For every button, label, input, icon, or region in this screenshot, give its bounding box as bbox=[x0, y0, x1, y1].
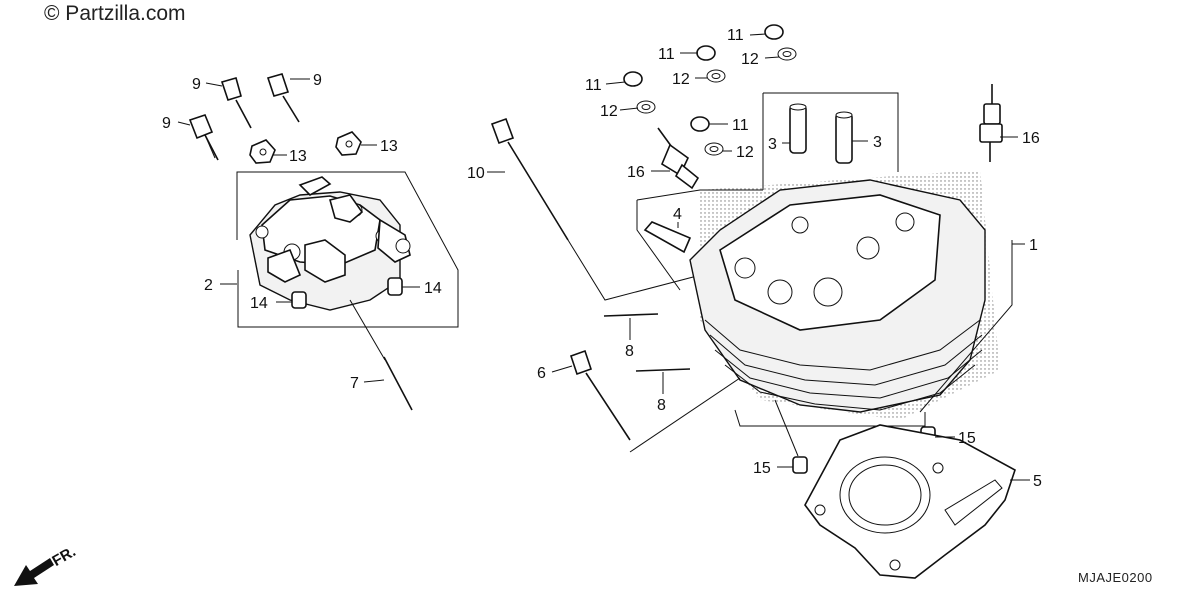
callout-11: 11 bbox=[658, 46, 675, 63]
stud-7[interactable] bbox=[349, 299, 413, 411]
seal-11-b[interactable] bbox=[696, 45, 716, 61]
callout-11: 11 bbox=[585, 77, 602, 94]
callout-9: 9 bbox=[192, 76, 201, 93]
callout-16: 16 bbox=[627, 164, 645, 181]
seal-11-a[interactable] bbox=[623, 71, 643, 87]
valve-guide-3-left[interactable] bbox=[789, 103, 807, 154]
head-gasket[interactable] bbox=[804, 424, 1016, 579]
seal-11-d[interactable] bbox=[690, 116, 710, 132]
callout-15: 15 bbox=[753, 460, 771, 477]
leader-lines bbox=[177, 33, 1030, 481]
spark-plug-16-left[interactable] bbox=[657, 127, 700, 190]
callout-9: 9 bbox=[162, 115, 171, 132]
dowel-14-left[interactable] bbox=[291, 291, 307, 309]
callout-14: 14 bbox=[250, 295, 268, 312]
cylinder-head[interactable] bbox=[689, 170, 1000, 420]
callout-16: 16 bbox=[1022, 130, 1040, 147]
valve-guide-3-right[interactable] bbox=[835, 111, 853, 164]
callout-1: 1 bbox=[1029, 237, 1038, 254]
callout-8: 8 bbox=[625, 343, 634, 360]
bolt-6[interactable] bbox=[569, 349, 741, 453]
nut-13-right[interactable] bbox=[335, 131, 362, 156]
stud-8-upper[interactable] bbox=[603, 313, 659, 317]
washer-12-b[interactable] bbox=[706, 69, 726, 83]
callout-2: 2 bbox=[204, 277, 213, 294]
callout-3: 3 bbox=[768, 136, 777, 153]
callout-11: 11 bbox=[732, 117, 749, 134]
rocker-arm-assembly[interactable] bbox=[236, 171, 459, 328]
dowel-14-right[interactable] bbox=[387, 277, 403, 296]
callout-12: 12 bbox=[672, 71, 690, 88]
dowel-4[interactable] bbox=[636, 200, 692, 291]
bolt-9-mid[interactable] bbox=[220, 77, 252, 129]
stud-8-lower[interactable] bbox=[635, 368, 691, 372]
copyright-watermark: © Partzilla.com bbox=[44, 2, 186, 25]
callout-4: 4 bbox=[673, 206, 682, 223]
callout-5: 5 bbox=[1033, 473, 1042, 490]
callout-14: 14 bbox=[424, 280, 442, 297]
callout-15: 15 bbox=[958, 430, 976, 447]
washer-12-a[interactable] bbox=[636, 100, 656, 114]
callout-7: 7 bbox=[350, 375, 359, 392]
front-direction-arrow-icon bbox=[14, 558, 54, 586]
callout-6: 6 bbox=[537, 365, 546, 382]
bolt-9-left[interactable] bbox=[188, 114, 219, 161]
spark-plug-16-right[interactable] bbox=[979, 84, 1003, 162]
seal-11-c[interactable] bbox=[764, 24, 784, 40]
callout-12: 12 bbox=[741, 51, 759, 68]
callout-8: 8 bbox=[657, 397, 666, 414]
washer-12-d[interactable] bbox=[704, 142, 724, 156]
callout-11: 11 bbox=[727, 27, 744, 44]
callout-13: 13 bbox=[380, 138, 398, 155]
dowel-15-left[interactable] bbox=[792, 456, 808, 474]
nut-13-left[interactable] bbox=[249, 139, 276, 164]
callout-9: 9 bbox=[313, 72, 322, 89]
bolt-10[interactable] bbox=[490, 117, 721, 301]
callout-10: 10 bbox=[467, 165, 485, 182]
washer-12-c[interactable] bbox=[777, 47, 797, 61]
bolt-9-right[interactable] bbox=[266, 73, 300, 123]
callout-12: 12 bbox=[600, 103, 618, 120]
callout-12: 12 bbox=[736, 144, 754, 161]
callout-13: 13 bbox=[289, 148, 307, 165]
callout-3: 3 bbox=[873, 134, 882, 151]
diagram-code: MJAJE0200 bbox=[1078, 570, 1153, 585]
